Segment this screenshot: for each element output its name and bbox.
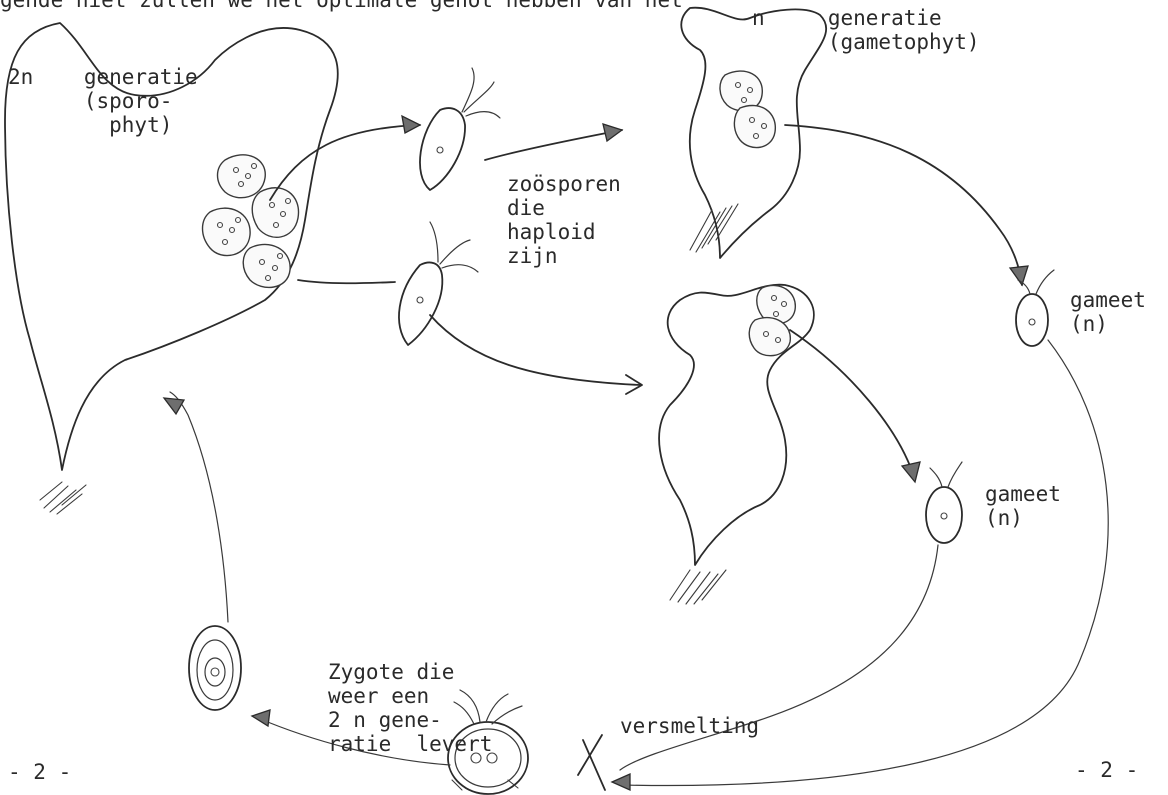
gametophyte-label: n generatie (gametophyt) (752, 6, 980, 54)
gamete-2-cell (926, 462, 962, 543)
arrow-to-gamete-2 (790, 330, 920, 482)
zoospore-bottom (399, 222, 478, 345)
fusion-mark (578, 735, 605, 790)
sporophyte-label: 2n generatie (sporo- phyt) (8, 65, 198, 137)
sporangia-cluster (203, 155, 299, 288)
page-number-right: - 2 - (1075, 758, 1138, 782)
arrow-germling-to-sporophyte (164, 392, 228, 622)
gamete-2-label: gameet (n) (985, 482, 1061, 530)
fusion-label: versmelting (620, 714, 759, 738)
top-cut-text: gende niet zullen we het optimale genot … (0, 0, 683, 12)
zoospores-label: zoösporen die haploid zijn (507, 172, 621, 268)
gamete-1-label: gameet (n) (1070, 288, 1146, 336)
arrow-to-gamete-1 (785, 125, 1028, 285)
germling-cell (189, 626, 241, 710)
zygote-label: Zygote die weer een 2 n gene- ratie leve… (328, 660, 492, 756)
arrow-to-gametophyte-bottom (430, 315, 642, 394)
arrow-to-gametophyte-top (485, 124, 622, 160)
gametophyte-bottom (659, 285, 814, 604)
zoospore-top (420, 68, 500, 190)
page-number-left: - 2 - (8, 760, 71, 784)
